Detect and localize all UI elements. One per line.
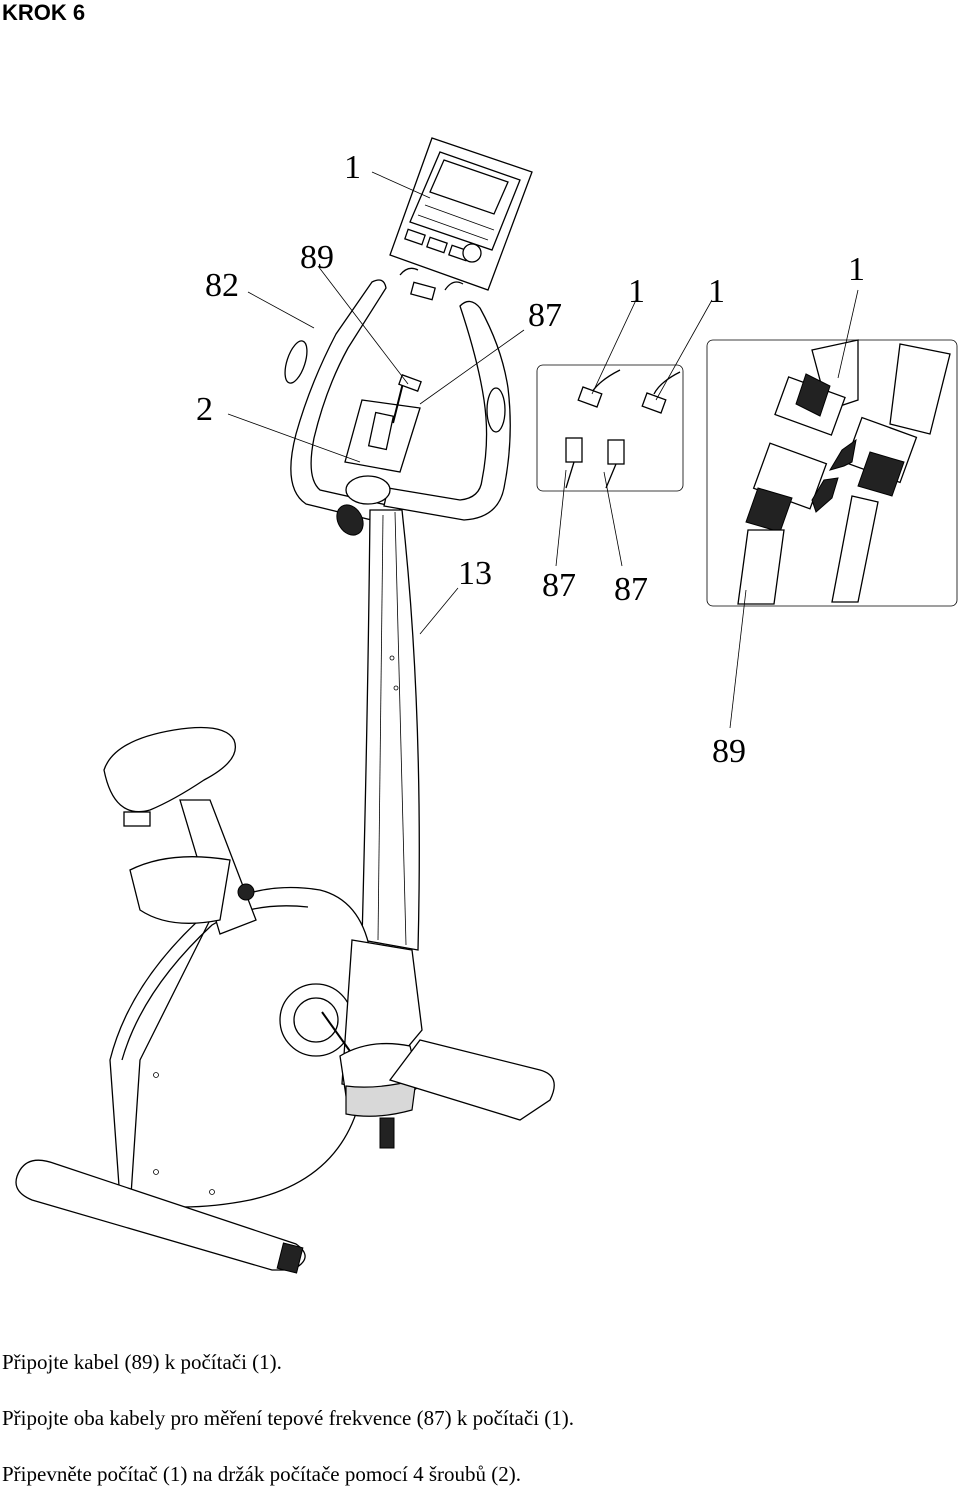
seat (103, 726, 257, 935)
callout-2: 2 (196, 391, 213, 428)
rear-stabilizer (15, 1159, 306, 1274)
assembly-diagram: 1 82 89 2 87 1 1 1 13 87 87 89 (15, 137, 958, 1274)
callout-87-a: 87 (542, 567, 576, 604)
front-stabilizer (388, 1039, 555, 1121)
callout-1-a: 1 (628, 273, 645, 310)
console-mount (336, 374, 422, 536)
computer-console (389, 137, 533, 301)
handlebar (284, 279, 511, 527)
instruction-3: Připevněte počítač (1) na držák počítače… (2, 1462, 521, 1486)
callout-1-c: 1 (848, 251, 865, 288)
callout-87-top: 87 (528, 297, 562, 334)
callout-87-b: 87 (614, 571, 648, 608)
instruction-2: Připojte oba kabely pro měření tepové fr… (2, 1406, 575, 1430)
detail-main-cable (706, 339, 958, 607)
leader-lines (227, 171, 859, 729)
callout-89-top: 89 (300, 239, 334, 276)
upright-post (361, 509, 420, 951)
detail-hr-connectors (536, 364, 684, 492)
callout-89-bottom: 89 (712, 733, 746, 770)
callout-computer: 1 (344, 149, 361, 186)
callout-13: 13 (458, 555, 492, 592)
pedal-crank (321, 1011, 421, 1149)
instruction-1: Připojte kabel (89) k počítači (1). (2, 1350, 282, 1374)
callout-1-b: 1 (708, 273, 725, 310)
step-title: KROK 6 (2, 0, 86, 25)
callout-82: 82 (205, 267, 239, 304)
